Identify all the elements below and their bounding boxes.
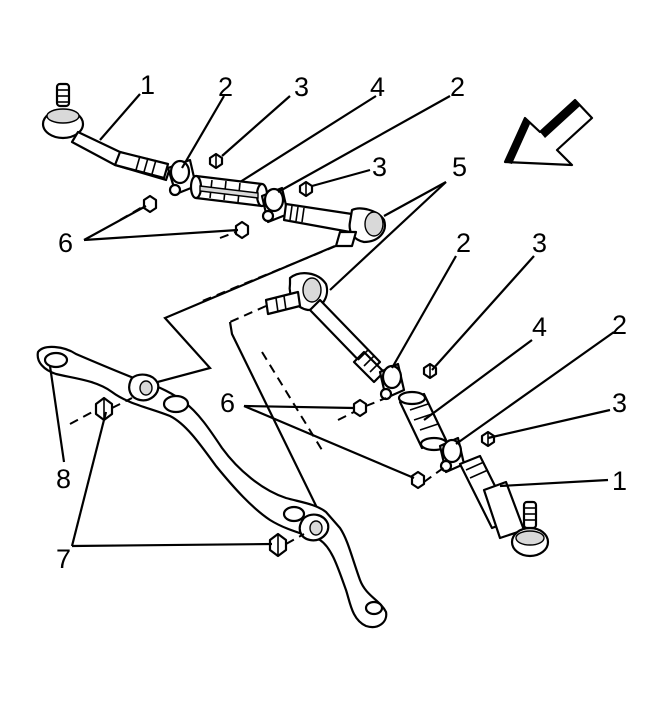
- callout-1: 1: [612, 466, 627, 496]
- callout-2: 2: [612, 310, 627, 340]
- upper-left-clamp-1: [166, 158, 198, 197]
- callout-1: 1: [140, 70, 155, 100]
- dashed-line: [285, 533, 305, 545]
- callout-8: 8: [56, 464, 71, 494]
- upper-left-inner-tie-rod: [282, 202, 386, 248]
- upper-left-outer-tie-rod-end: [41, 82, 172, 182]
- right-inner-tie-rod: [264, 272, 386, 384]
- callout-4: 4: [370, 72, 385, 102]
- dashed-line: [337, 411, 355, 421]
- callout-6: 6: [220, 388, 235, 418]
- callout-3: 3: [294, 72, 309, 102]
- dashed-line: [229, 305, 267, 323]
- dashed-line: [69, 409, 97, 425]
- relay-rod: [36, 345, 388, 629]
- leader-lines: [48, 93, 615, 548]
- upper-left-nuts-6: [142, 194, 250, 240]
- callout-2: 2: [456, 228, 471, 258]
- callout-3: 3: [372, 152, 387, 182]
- callout-2: 2: [218, 72, 233, 102]
- leader-line: [149, 244, 336, 386]
- callout-7: 7: [56, 544, 71, 574]
- front-direction-arrow-icon: [503, 98, 594, 167]
- right-outer-tie-rod-end: [458, 454, 550, 558]
- right-bolt-3b: [480, 430, 496, 448]
- upper-left-adjuster-sleeve: [189, 174, 269, 208]
- dashed-line: [111, 397, 133, 409]
- upper-left-bolt-3a: [208, 152, 224, 170]
- dashed-line: [219, 231, 237, 239]
- dashed-line: [365, 397, 387, 407]
- right-adjuster-sleeve: [397, 390, 449, 452]
- callout-3: 3: [532, 228, 547, 258]
- callout-3: 3: [612, 388, 627, 418]
- right-clamp-1: [378, 362, 406, 401]
- callout-2: 2: [450, 72, 465, 102]
- callout-4: 4: [532, 312, 547, 342]
- relay-rod-nuts-7: [94, 396, 288, 558]
- right-nuts-6: [352, 398, 426, 490]
- upper-left-bolt-3b: [298, 180, 314, 198]
- dashed-line: [423, 465, 447, 483]
- upper-left-clamp-2: [260, 186, 290, 224]
- callout-6: 6: [58, 228, 73, 258]
- callout-5: 5: [452, 152, 467, 182]
